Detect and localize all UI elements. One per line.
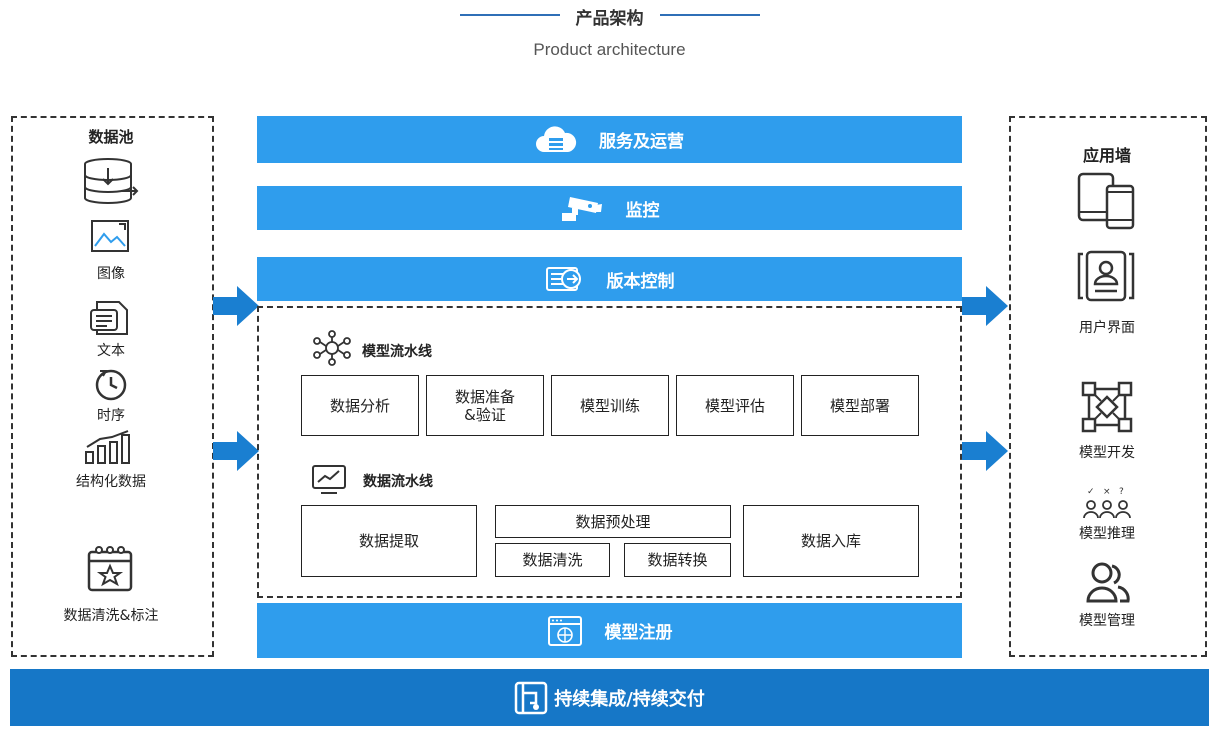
right-item-inference: 模型推理 [1079, 526, 1135, 542]
left-item-timeseries: 时序 [97, 408, 125, 424]
user-profile-icon [1077, 250, 1135, 302]
ci-cd-label: 持续集成/持续交付 [554, 688, 705, 710]
left-item-structured: 结构化数据 [76, 474, 146, 490]
devices-icon [1077, 172, 1135, 230]
left-item-text: 文本 [97, 343, 125, 359]
ci-cd-bar: 持续集成/持续交付 [10, 669, 1209, 726]
page-subtitle: Product architecture [533, 40, 686, 59]
service-operations-label: 服务及运营 [599, 132, 684, 152]
image-icon [91, 220, 129, 252]
model-graph-icon [1081, 381, 1133, 433]
model-step-evaluation: 模型评估 [676, 375, 794, 436]
monitoring-bar: 监控 [257, 186, 962, 230]
version-control-bar: 版本控制 [257, 257, 962, 301]
camera-icon [561, 197, 602, 221]
data-pool-panel [11, 116, 214, 657]
svg-text:×: × [1103, 487, 1111, 497]
service-operations-bar: 服务及运营 [257, 116, 962, 163]
model-step-deployment: 模型部署 [801, 375, 919, 436]
right-item-ui: 用户界面 [1079, 320, 1135, 336]
model-pipeline-title: 模型流水线 [362, 344, 432, 360]
monitor-chart-icon [312, 465, 346, 494]
data-pipeline-title: 数据流水线 [363, 474, 433, 490]
calendar-star-icon [87, 546, 133, 592]
cloud-server-icon [536, 125, 577, 152]
arrow-right-icon [962, 286, 1008, 326]
inference-people-icon: ✓ × ? [1083, 487, 1131, 519]
version-control-label: 版本控制 [606, 271, 675, 292]
version-icon [545, 267, 581, 291]
arrow-right-icon [962, 431, 1008, 471]
arrow-right-icon [213, 286, 259, 326]
data-step-extract: 数据提取 [301, 505, 477, 577]
users-icon [1086, 562, 1130, 603]
data-step-transform: 数据转换 [624, 543, 731, 577]
model-step-preparation: 数据准备 &验证 [426, 375, 544, 436]
left-item-image: 图像 [97, 266, 125, 282]
pipeline-container [257, 306, 962, 598]
model-registry-label: 模型注册 [604, 623, 673, 643]
model-registry-bar: 模型注册 [257, 603, 962, 658]
page-title: 产品架构 [575, 9, 644, 29]
app-wall-title: 应用墙 [1082, 146, 1131, 165]
arrow-right-icon [213, 431, 259, 471]
browser-web-icon [547, 615, 582, 646]
document-icon [90, 301, 128, 335]
header-line-left [460, 14, 560, 16]
left-item-cleaning: 数据清洗&标注 [63, 608, 159, 624]
ci-cd-icon [514, 681, 548, 714]
network-icon [313, 330, 351, 366]
bar-chart-icon [85, 430, 130, 464]
data-step-preprocess: 数据预处理 [495, 505, 731, 538]
model-step-analysis: 数据分析 [301, 375, 419, 436]
data-step-load: 数据入库 [743, 505, 919, 577]
svg-text:?: ? [1119, 487, 1124, 497]
clock-icon [95, 369, 127, 401]
app-wall-panel [1009, 116, 1207, 657]
header-line-right [660, 14, 760, 16]
database-icon [84, 158, 139, 204]
monitoring-label: 监控 [625, 200, 660, 221]
model-step-training: 模型训练 [551, 375, 669, 436]
data-pool-title: 数据池 [88, 128, 134, 146]
right-item-dev: 模型开发 [1079, 445, 1135, 461]
data-step-clean: 数据清洗 [495, 543, 610, 577]
svg-text:✓: ✓ [1087, 487, 1095, 497]
right-item-management: 模型管理 [1079, 613, 1135, 629]
